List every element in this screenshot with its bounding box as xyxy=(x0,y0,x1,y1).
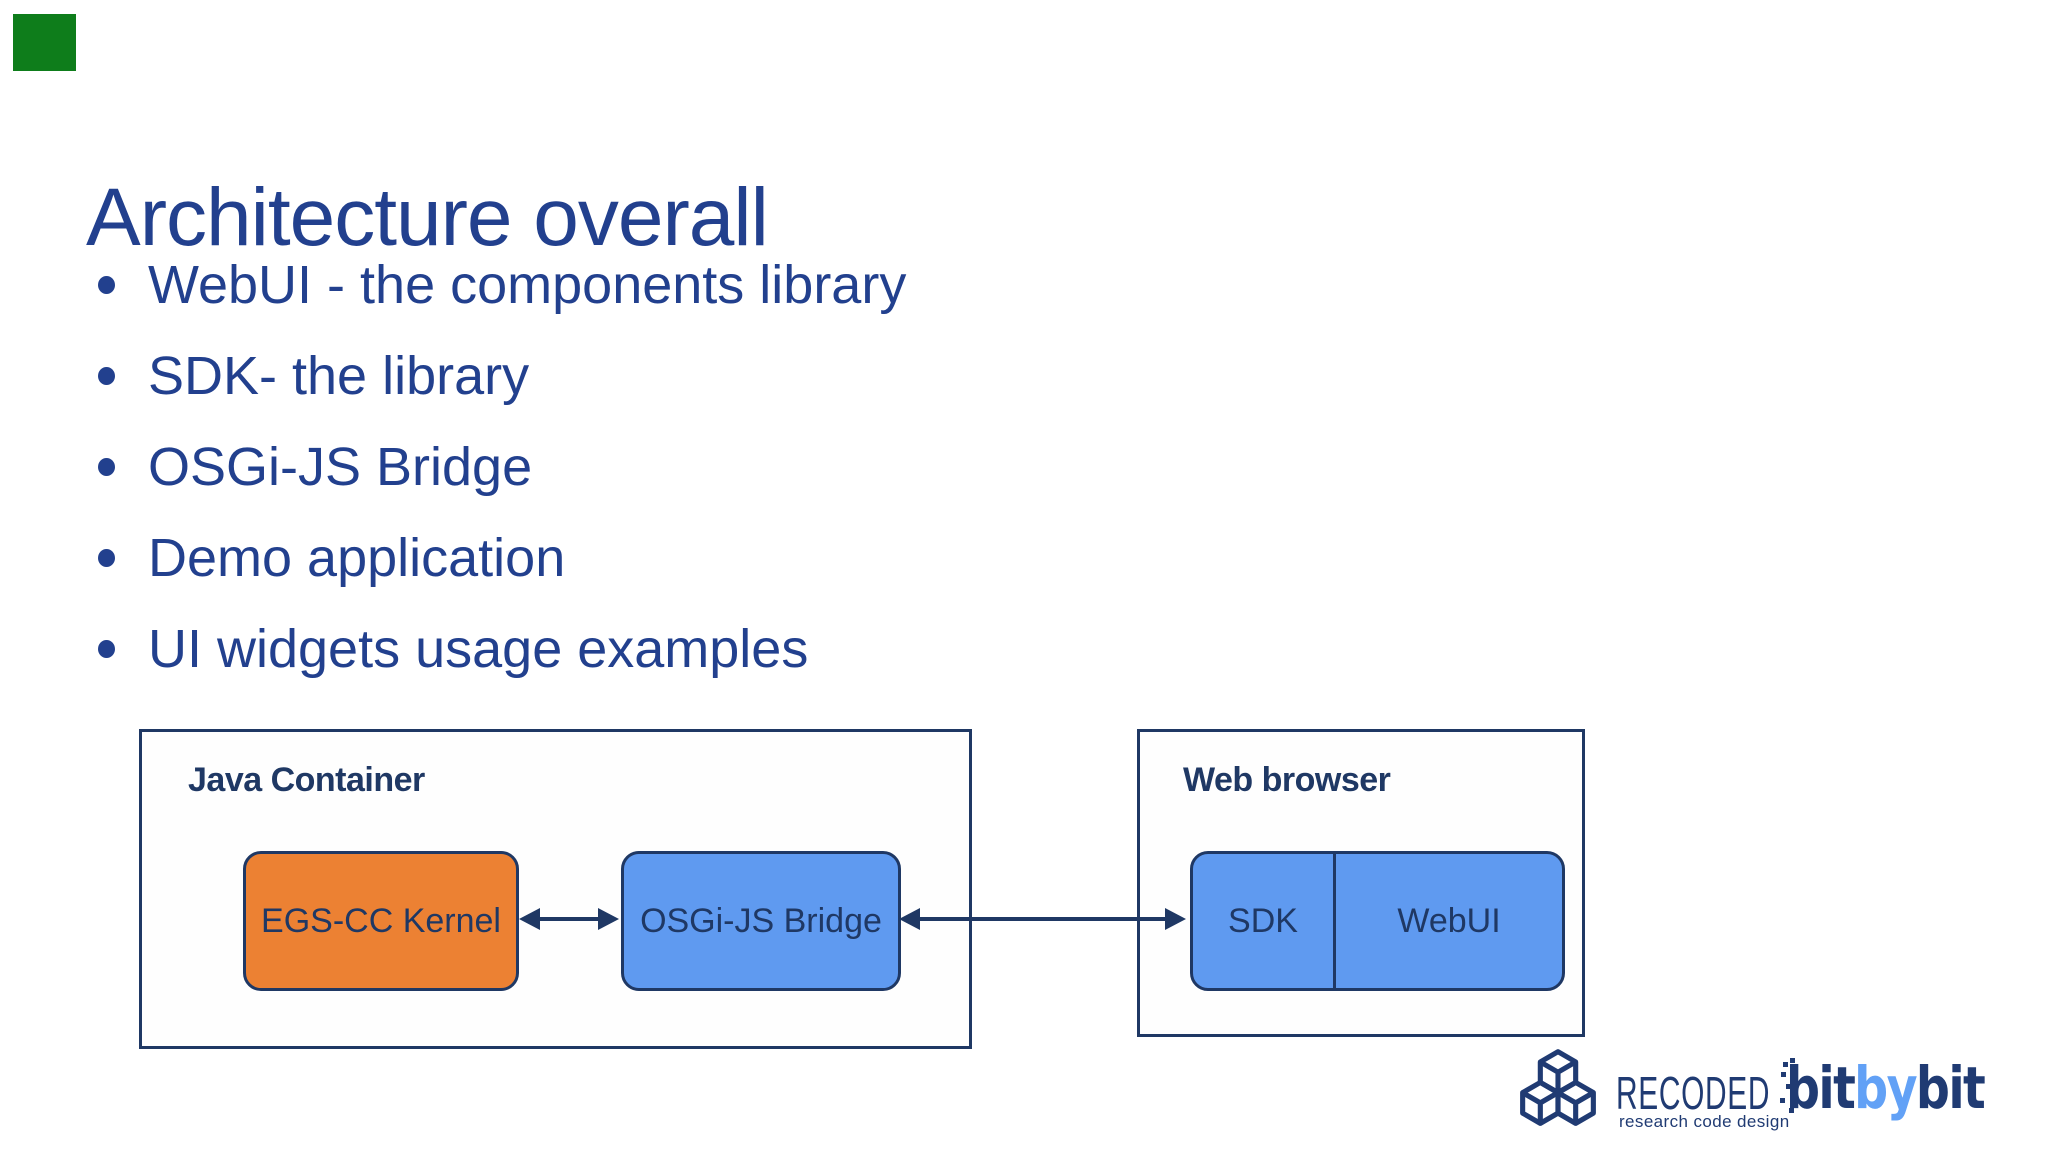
osgi-js-bridge-node: OSGi-JS Bridge xyxy=(621,851,901,991)
bitbybit-logo: bitbybit xyxy=(1786,1054,1986,1122)
video-artifact-green-square xyxy=(13,14,76,71)
webui-node: WebUI xyxy=(1336,854,1562,988)
bullet-list: WebUI - the components library SDK- the … xyxy=(0,239,906,694)
page-title: Architecture overall xyxy=(86,171,769,263)
bitbybit-part1: bit xyxy=(1786,1054,1856,1122)
list-item: OSGi-JS Bridge xyxy=(0,421,906,512)
egs-cc-kernel-node: EGS-CC Kernel xyxy=(243,851,519,991)
sdk-webui-node-group: SDK WebUI xyxy=(1190,851,1565,991)
bullet-text: WebUI - the components library xyxy=(148,254,907,315)
bullet-text: UI widgets usage examples xyxy=(148,618,809,679)
bullet-dot xyxy=(98,639,115,658)
java-container-box: Java Container EGS-CC Kernel OSGi-JS Bri… xyxy=(139,729,972,1049)
bullet-dot xyxy=(98,548,115,567)
egs-cc-kernel-label: EGS-CC Kernel xyxy=(261,901,501,940)
double-arrow-bridge-sdk xyxy=(899,908,1186,930)
bitbybit-pixel-decoration xyxy=(1783,1062,1788,1067)
web-browser-label: Web browser xyxy=(1183,761,1391,799)
bullet-text: Demo application xyxy=(148,527,566,588)
web-browser-box: Web browser SDK WebUI xyxy=(1137,729,1585,1037)
double-arrow-kernel-bridge xyxy=(519,908,619,930)
list-item: SDK- the library xyxy=(0,330,906,421)
list-item: Demo application xyxy=(0,512,906,603)
sdk-label: SDK xyxy=(1228,901,1298,940)
recoded-logo-icon xyxy=(1520,1049,1596,1126)
bitbybit-part2: by xyxy=(1854,1054,1917,1122)
bullet-dot xyxy=(98,275,115,294)
osgi-js-bridge-label: OSGi-JS Bridge xyxy=(640,901,882,940)
recoded-tagline: research code design xyxy=(1619,1112,1790,1131)
bullet-text: OSGi-JS Bridge xyxy=(148,436,533,497)
bullet-text: SDK- the library xyxy=(148,345,530,406)
java-container-label: Java Container xyxy=(188,761,425,799)
list-item: UI widgets usage examples xyxy=(0,603,906,694)
webui-label: WebUI xyxy=(1397,901,1501,940)
sdk-node: SDK xyxy=(1193,854,1336,988)
bitbybit-part3: bit xyxy=(1915,1054,1986,1122)
list-item: WebUI - the components library xyxy=(0,239,906,330)
bullet-dot xyxy=(98,457,115,476)
bullet-dot xyxy=(98,366,115,385)
recoded-wordmark: RECODED xyxy=(1616,1067,1771,1119)
